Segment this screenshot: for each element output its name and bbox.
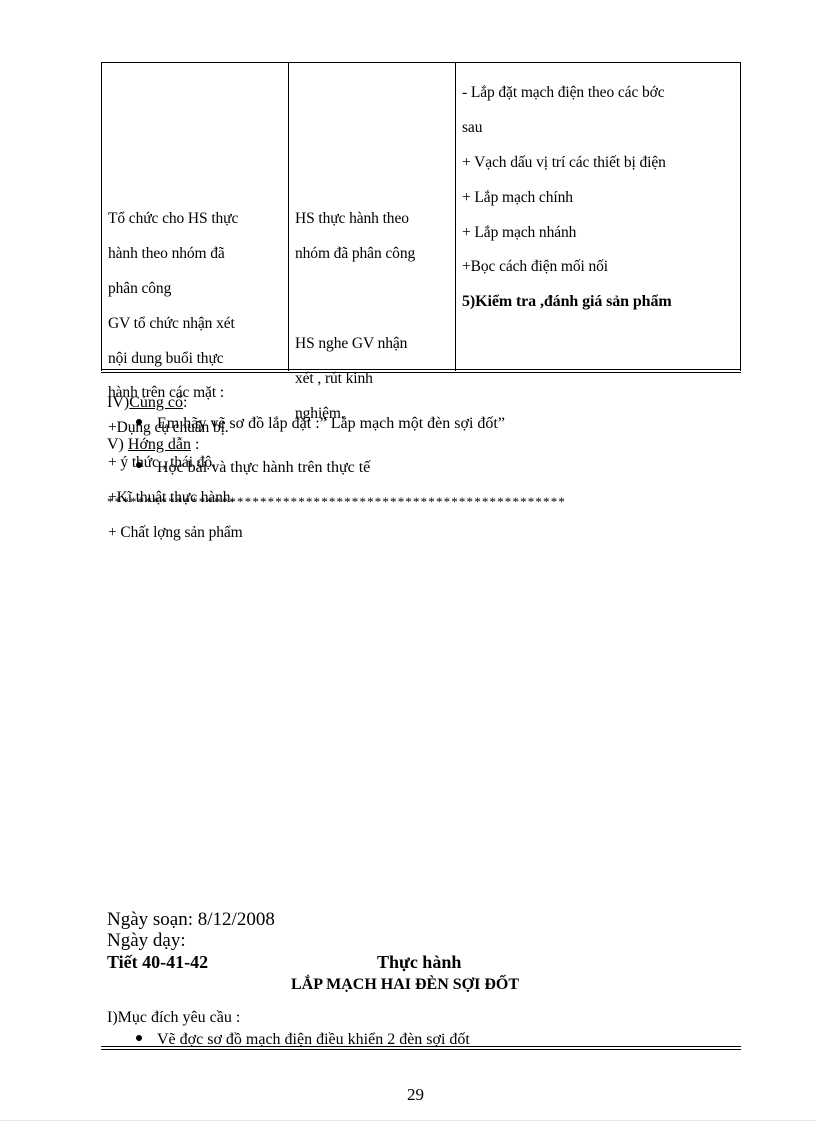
col1-content: Tổ chức cho HS thực hành theo nhóm đã ph… — [108, 193, 286, 559]
col2-line: nhóm đã phân công — [295, 245, 416, 263]
bullet-dot-icon — [136, 462, 142, 468]
col3-line: + Lắp mạch nhánh — [462, 223, 577, 241]
col1-line: +Dụng cụ chuẩn bị. — [108, 419, 229, 437]
table-left-border — [101, 62, 102, 371]
col2-line: HS nghe GV nhận — [295, 335, 408, 353]
col3-heading: 5)Kiểm tra ,đánh giá sản phẩm — [462, 293, 672, 311]
section4-bullet-text: Em hãy vẽ sơ đồ lắp đặt :” Lắp mạch một … — [157, 415, 505, 432]
section4-prefix: IV) — [107, 394, 130, 411]
col3-line: - Lắp đặt mạch điện theo các bớc — [462, 84, 665, 102]
col1-line: GV tổ chức nhận xét — [108, 314, 235, 332]
bullet-dot-icon — [136, 1035, 142, 1041]
footer-rule-2 — [101, 1049, 741, 1050]
col3-line: +Bọc cách điện mối nối — [462, 258, 609, 276]
section5-title: Hớng dẫn — [127, 436, 192, 453]
col3-line: + Vạch dấu vị trí các thiết bị điện — [462, 154, 666, 172]
bullet-dot-icon — [136, 419, 142, 425]
footer-rule-1 — [101, 1046, 741, 1047]
lesson-title: LẮP MẠCH HAI ĐÈN SỢI ĐỐT — [291, 976, 520, 993]
col3-content: - Lắp đặt mạch điện theo các bớc sau + V… — [462, 67, 738, 328]
table-divider-1 — [288, 62, 289, 371]
table-right-border — [740, 62, 741, 371]
table-bottom-border-2 — [101, 372, 741, 373]
section5-heading: V) Hớng dẫn : — [107, 435, 199, 454]
col2-block2: HS nghe GV nhận xét , rút kinh nghiệm. — [295, 318, 453, 440]
section5-prefix: V) — [107, 436, 128, 453]
page-number: 29 — [407, 1085, 424, 1104]
separator-stars: ****************************************… — [107, 494, 566, 509]
lesson-type: Thực hành — [377, 952, 462, 972]
col1-line: phân công — [108, 280, 172, 298]
section4-suffix: : — [183, 394, 188, 411]
section4-heading: IV)Củng cố: — [107, 393, 187, 412]
date-prepared: Ngày soạn: 8/12/2008 — [107, 909, 275, 930]
col3-line: + Lắp mạch chính — [462, 188, 573, 206]
col1-line: hành theo nhóm đã — [108, 245, 225, 263]
col1-line: + Chất lợng sản phẩm — [108, 523, 243, 541]
table-bottom-border — [101, 369, 741, 370]
col1-line: +Kĩ thuật thực hành. — [108, 488, 235, 506]
objective-bullet-text: Vẽ đợc sơ đồ mạch điện điều khiển 2 đèn … — [157, 1031, 470, 1048]
table-top-border — [101, 62, 741, 63]
section5-suffix: : — [191, 436, 200, 453]
col1-line: hành trên các mặt : — [108, 384, 225, 402]
col3-line: sau — [462, 119, 483, 137]
col1-line: Tổ chức cho HS thực — [108, 210, 239, 228]
section4-title: Củng cố — [129, 394, 183, 411]
col2-line: HS thực hành theo — [295, 210, 409, 228]
objective-heading: I)Mục đích yêu cầu : — [107, 1009, 241, 1026]
lesson-period: Tiết 40-41-42 — [107, 952, 209, 972]
col1-line: nội dung buổi thực — [108, 349, 224, 367]
section5-bullet-text: Học bài và thực hành trên thực tế — [157, 459, 371, 476]
col2-block1: HS thực hành theo nhóm đã phân công — [295, 193, 453, 280]
col2-line: nghiệm. — [295, 405, 345, 423]
table-divider-2 — [455, 62, 456, 371]
page-bottom-rule — [0, 1120, 816, 1121]
col2-line: xét , rút kinh — [295, 370, 373, 388]
date-taught: Ngày dạy: — [107, 930, 186, 951]
